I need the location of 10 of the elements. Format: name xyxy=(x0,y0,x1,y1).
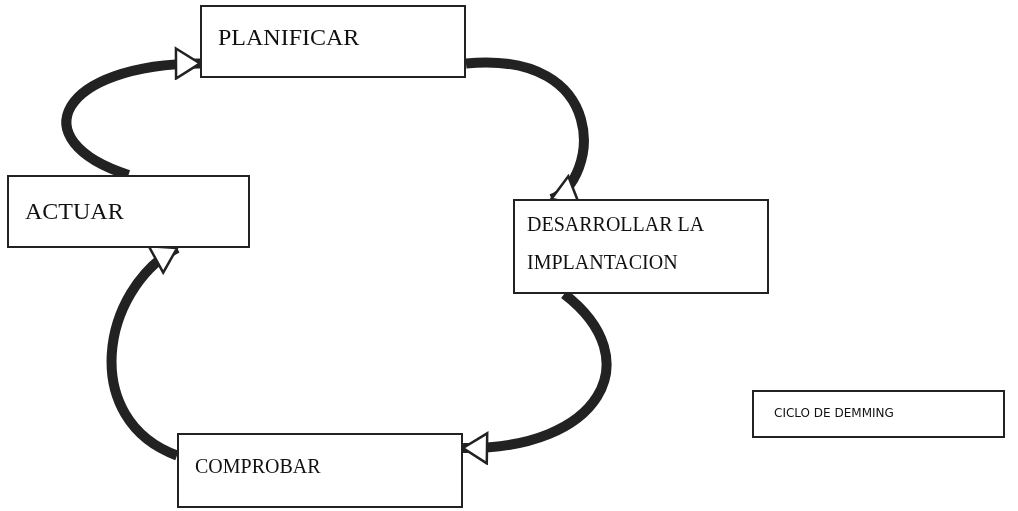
step-box xyxy=(513,199,769,294)
step-label: PLANIFICAR xyxy=(218,23,361,52)
step-label: COMPROBAR xyxy=(195,454,322,479)
step-label: DESARROLLAR LA IMPLANTACION xyxy=(527,212,705,275)
step-box xyxy=(177,433,463,508)
step-box xyxy=(7,175,250,248)
step-box xyxy=(200,5,466,78)
step-label: ACTUAR xyxy=(25,197,125,226)
step-label: CICLO DE DEMMING xyxy=(774,405,895,422)
step-box xyxy=(752,390,1005,438)
